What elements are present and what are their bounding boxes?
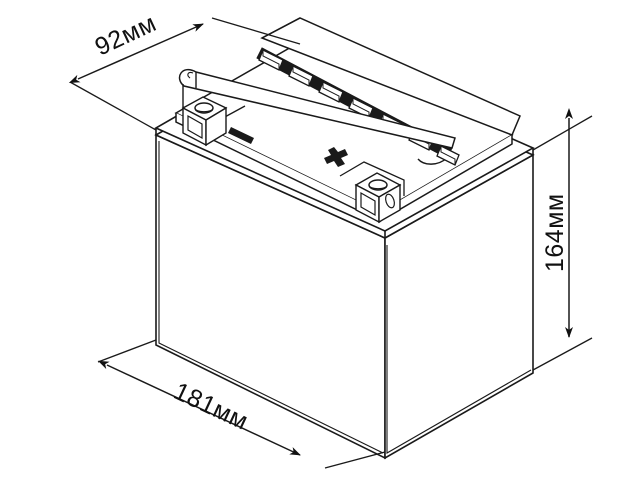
positive-terminal (354, 172, 402, 224)
battery-side-face-inner-line (386, 245, 532, 454)
negative-terminal-window (187, 114, 203, 140)
vent-cap (288, 65, 314, 87)
minus-marking (228, 127, 254, 144)
dimension-label-depth: 92мм (91, 9, 161, 62)
extension-line-height-a (532, 115, 593, 151)
vent-cap (318, 81, 344, 103)
battery-body (154, 17, 535, 460)
vent-cap (258, 49, 284, 71)
extension-line-width-a (97, 339, 157, 363)
negative-terminal-right-wall (205, 106, 227, 147)
positive-terminal-window (360, 191, 376, 217)
extension-line-depth-a (69, 81, 157, 131)
extension-line-depth-b (211, 17, 301, 45)
negative-terminal-bore-inner (194, 107, 214, 113)
extension-line-height-b (532, 337, 593, 371)
dimension-line-depth (68, 23, 204, 84)
negative-terminal (181, 96, 228, 147)
battery-front-face-inner-line (158, 141, 384, 454)
extension-line-width-b (324, 451, 386, 469)
vent-cap (436, 145, 460, 166)
positive-terminal-seat (339, 161, 405, 196)
dimension-label-height: 164мм (541, 193, 569, 272)
dimension-height-164: 164мм (532, 108, 593, 371)
positive-terminal-side-bore (385, 193, 395, 209)
positive-terminal-bore-inner (368, 184, 388, 190)
dimension-line-width (97, 360, 301, 456)
plus-marking (324, 147, 348, 167)
